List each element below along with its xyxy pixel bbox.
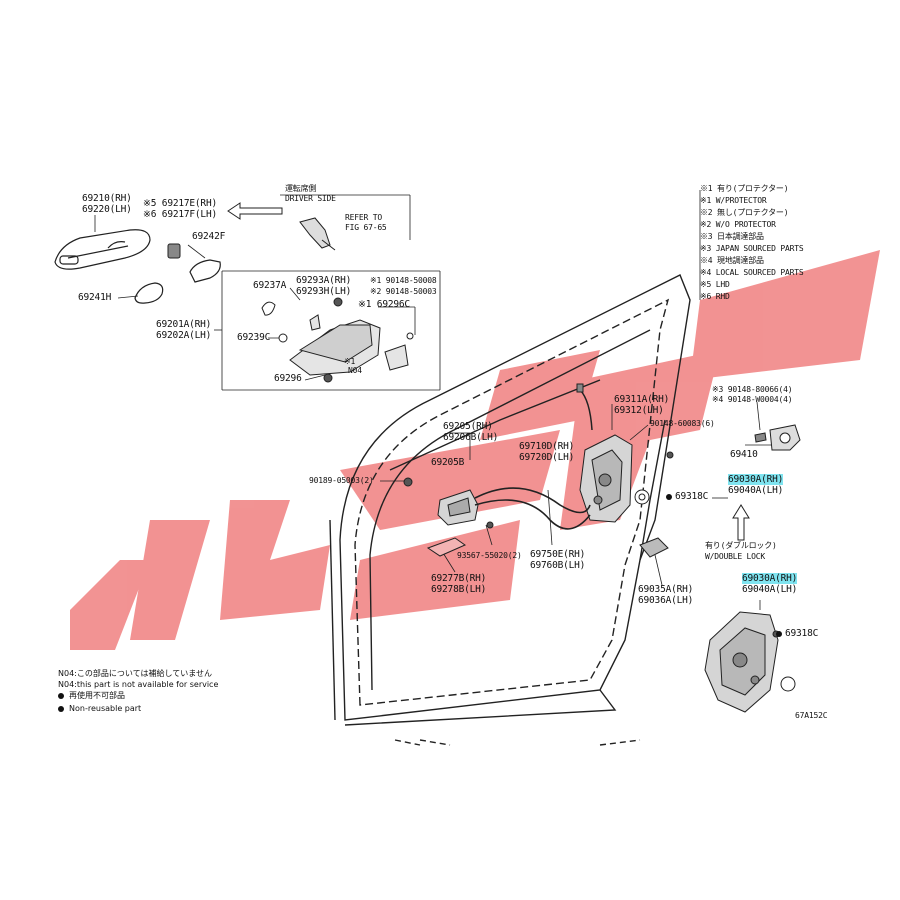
bullet-icon: [58, 705, 64, 712]
legend-line-5: ※3 日本調達部品: [700, 232, 764, 241]
inside-handle-part: [403, 477, 494, 557]
label-69237a: 69237A: [253, 280, 287, 291]
label-double-lock-en: W/DOUBLE LOCK: [705, 552, 766, 561]
non-reusable-markers: [666, 494, 782, 637]
label-69035a: 69035A(RH): [638, 584, 694, 595]
label-double-lock-jp: 有り(ダブルロック): [705, 541, 777, 550]
label-69205b: 69205B: [431, 457, 465, 468]
label-69210: 69210(RH): [82, 193, 132, 204]
legend-non-reusable-jp: 再使用不可部品: [58, 691, 125, 701]
label-refer-to: REFER TO: [345, 213, 382, 222]
legend-line-8: ※4 LOCAL SOURCED PARTS: [700, 268, 804, 277]
legend-line-2: ※1 W/PROTECTOR: [700, 196, 767, 205]
legend-line-1: ※1 有り(プロテクター): [700, 184, 789, 193]
note-n04-en: N04:this part is not available for servi…: [58, 680, 219, 689]
label-90148-80066: ※3 90148-80066(4): [712, 385, 793, 394]
label-69318c-double: 69318C: [785, 628, 819, 639]
label-69710d: 69710D(RH): [519, 441, 575, 452]
door-frame: [329, 274, 691, 746]
label-69277b: 69277B(RH): [431, 573, 487, 584]
door-lock-assembly: [576, 383, 674, 523]
label-69036a: 69036A(LH): [638, 595, 694, 606]
bullet-icon: [58, 692, 64, 699]
double-lock-assembly: [704, 611, 796, 713]
label-note-x1: ※1: [344, 357, 356, 366]
handle-pad-part: [189, 259, 221, 283]
label-69040a-double: 69040A(LH): [742, 584, 798, 595]
label-69220: 69220(LH): [82, 204, 132, 215]
legend-line-3: ※2 無し(プロテクター): [700, 208, 789, 217]
legend-line-7: ※4 現地調達部品: [700, 256, 764, 265]
legend-line-4: ※2 W/O PROTECTOR: [700, 220, 776, 229]
label-93567: 93567-55020(2): [457, 551, 522, 560]
label-refer-fig: FIG 67-65: [345, 223, 387, 232]
label-69030a-primary: 69030A(RH): [728, 474, 784, 485]
legend-line-10: ※6 RHD: [700, 292, 730, 301]
label-69293h: 69293H(LH): [296, 286, 352, 297]
label-69293a: 69293A(RH): [296, 275, 352, 286]
label-69410: 69410: [730, 449, 758, 460]
handle-frame-assembly: [261, 297, 414, 383]
note-n04-jp: N04:この部品については補給していません: [58, 669, 212, 678]
watermark-logo: [70, 250, 880, 650]
arrow-up-icon: [732, 504, 750, 541]
label-69760b: 69760B(LH): [530, 560, 586, 571]
key-cylinder-cap-part: [167, 243, 181, 259]
arrow-left-icon: [227, 202, 283, 220]
label-69318c-primary: 69318C: [675, 491, 709, 502]
label-90148-w0004: ※4 90148-W0004(4): [712, 395, 793, 404]
lock-cables: [474, 487, 591, 530]
label-69311a: 69311A(RH): [614, 394, 670, 405]
label-69205: 69205(RH): [443, 421, 493, 432]
label-69278b: 69278B(LH): [431, 584, 487, 595]
label-69206b: 69206B(LH): [443, 432, 499, 443]
label-90189-05003: 90189-05003(2): [309, 476, 374, 485]
driver-cylinder-part: [299, 217, 336, 251]
label-69239c: 69239C: [237, 332, 271, 343]
label-69241h: 69241H: [78, 292, 112, 303]
figure-code: 67A152C: [795, 711, 828, 720]
label-69242f: 69242F: [192, 231, 226, 242]
outside-handle-part: [54, 229, 151, 270]
label-69312: 69312(LH): [614, 405, 664, 416]
label-69750e: 69750E(RH): [530, 549, 586, 560]
striker-part: [754, 424, 801, 451]
label-driver-side-jp: 運転席側: [285, 184, 317, 193]
label-90148-50003: ※2 90148-50003: [370, 287, 437, 296]
label-69202a: 69202A(LH): [156, 330, 212, 341]
label-n04: N04: [348, 366, 362, 375]
label-69720d: 69720D(LH): [519, 452, 575, 463]
label-69217f: ※6 69217F(LH): [143, 209, 217, 220]
label-driver-side-en: DRIVER SIDE: [285, 194, 336, 203]
legend-non-reusable-en: Non-reusable part: [58, 704, 141, 714]
label-69217e: ※5 69217E(RH): [143, 198, 217, 209]
legend-line-6: ※3 JAPAN SOURCED PARTS: [700, 244, 804, 253]
label-69201a: 69201A(RH): [156, 319, 212, 330]
label-69030a-double: 69030A(RH): [742, 573, 798, 584]
label-90148-50008: ※1 90148-50008: [370, 276, 437, 285]
handle-cover-part: [134, 282, 164, 304]
label-90148-60083: 90148-60083(6): [650, 419, 715, 428]
label-69296: 69296: [274, 373, 302, 384]
lock-bracket-part: [639, 537, 669, 558]
legend-line-9: ※5 LHD: [700, 280, 730, 289]
label-69296c: ※1 69296C: [358, 299, 410, 310]
label-69040a-primary: 69040A(LH): [728, 485, 784, 496]
leader-lines: [94, 190, 775, 610]
